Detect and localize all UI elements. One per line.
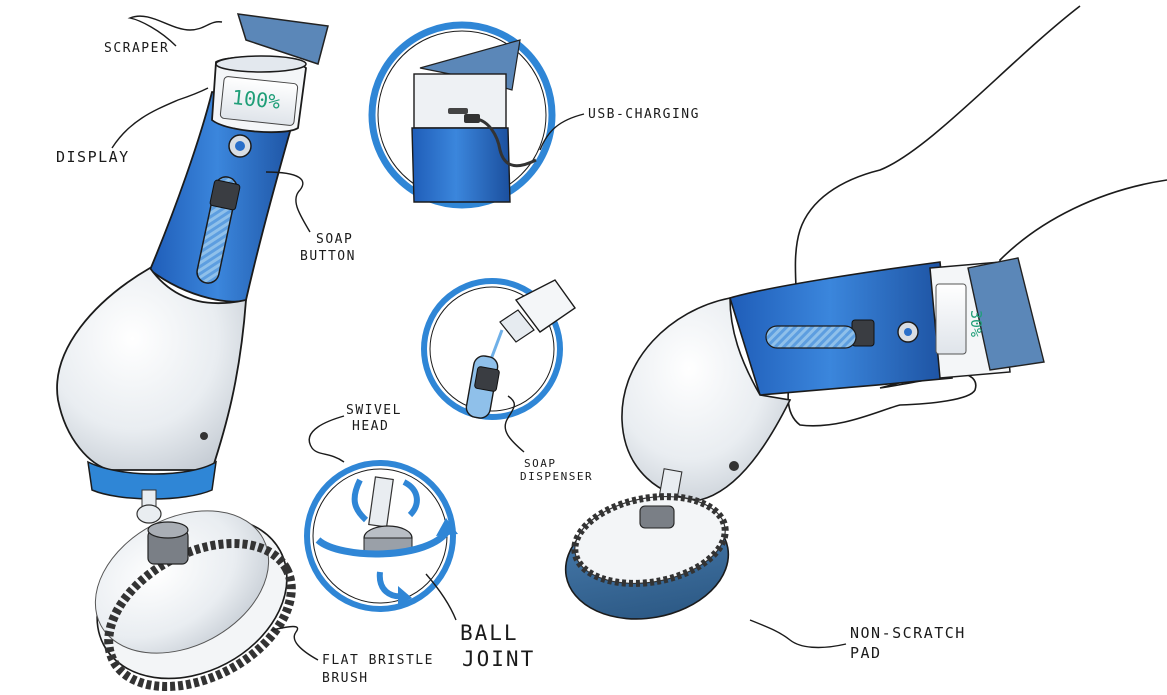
label-soap-dispenser-1: SOAP (524, 457, 557, 470)
label-non-scratch-pad-1: NON-SCRATCH (850, 624, 966, 642)
hand-display-screen (935, 283, 967, 355)
label-swivel-head-2: HEAD (352, 419, 390, 434)
label-swivel-head-1: SWIVEL (346, 403, 402, 418)
leader-lines (111, 15, 847, 661)
scrubber-front-view (56, 13, 329, 524)
label-scraper: SCRAPER (104, 41, 170, 56)
scrubber-in-hand (564, 5, 1167, 620)
swivel-head-inset (304, 460, 458, 612)
label-display: DISPLAY (56, 148, 130, 166)
base-ring (87, 460, 217, 500)
label-ball-joint-2: JOINT (462, 647, 536, 671)
label-flat-bristle-brush-1: FLAT BRISTLE (322, 653, 434, 668)
scraper-cap (236, 13, 329, 65)
soap-dispenser-inset (421, 278, 576, 420)
display-screen (219, 76, 299, 126)
label-soap-button-2: BUTTON (300, 249, 356, 264)
usb-charging-inset (368, 21, 556, 209)
scraper-cap-hand (967, 257, 1045, 371)
label-flat-bristle-brush-2: BRUSH (322, 671, 369, 686)
flat-bristle-brush (94, 510, 296, 692)
front-battery-readout: 100% (231, 85, 281, 114)
label-non-scratch-pad-2: PAD (850, 644, 882, 662)
label-usb-charging: USB-CHARGING (588, 107, 700, 122)
label-ball-joint-1: BALL (460, 621, 519, 645)
label-soap-button-1: SOAP (316, 232, 354, 247)
hand-battery-readout: 30% (967, 310, 985, 337)
label-soap-dispenser-2: DISPENSER (520, 470, 594, 483)
